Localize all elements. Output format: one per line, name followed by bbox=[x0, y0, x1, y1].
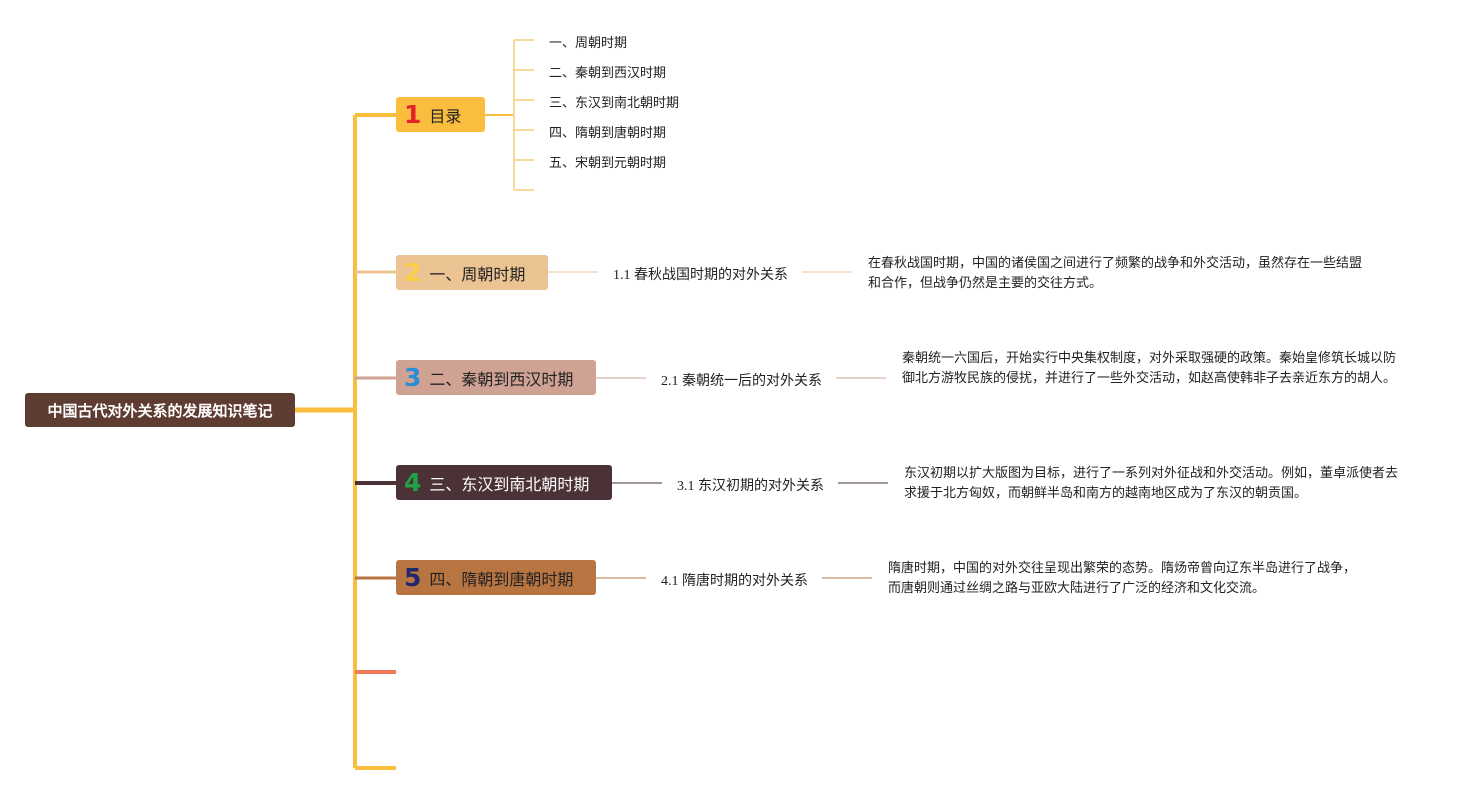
branch-number: 5 bbox=[404, 563, 422, 592]
subtopic[interactable]: 2.1 秦朝统一后的对外关系 bbox=[661, 374, 822, 389]
branch-label: 四、隋朝到唐朝时期 bbox=[429, 569, 574, 589]
branch-label: 一、周朝时期 bbox=[429, 264, 526, 284]
subtopic[interactable]: 4.1 隋唐时期的对外关系 bbox=[661, 574, 808, 589]
branch-zhou[interactable]: 2 一、周朝时期 bbox=[396, 255, 548, 290]
subtopic[interactable]: 1.1 春秋战国时期的对外关系 bbox=[613, 268, 788, 283]
detail-text[interactable]: 东汉初期以扩大版图为目标，进行了一系列对外征战和外交活动。例如，董卓派使者去求援… bbox=[904, 466, 1399, 501]
branch-label: 二、秦朝到西汉时期 bbox=[429, 369, 574, 389]
subtopic[interactable]: 3.1 东汉初期的对外关系 bbox=[677, 479, 824, 494]
toc-item[interactable]: 三、东汉到南北朝时期 bbox=[549, 96, 680, 111]
toc-item[interactable]: 四、隋朝到唐朝时期 bbox=[549, 126, 667, 141]
detail-text[interactable]: 隋唐时期，中国的对外交往呈现出繁荣的态势。隋炀帝曾向辽东半岛进行了战争，而唐朝则… bbox=[888, 561, 1357, 596]
toc-item[interactable]: 一、周朝时期 bbox=[549, 36, 628, 51]
branch-number: 2 bbox=[404, 258, 422, 287]
detail-text[interactable]: 在春秋战国时期，中国的诸侯国之间进行了频繁的战争和外交活动，虽然存在一些结盟和合… bbox=[868, 256, 1363, 291]
branch-label: 三、东汉到南北朝时期 bbox=[429, 474, 590, 494]
root-topic[interactable]: 中国古代对外关系的发展知识笔记 bbox=[25, 393, 295, 427]
detail-text[interactable]: 秦朝统一六国后，开始实行中央集权制度，对外采取强硬的政策。秦始皇修筑长城以防御北… bbox=[902, 351, 1397, 386]
toc-item[interactable]: 二、秦朝到西汉时期 bbox=[549, 66, 667, 81]
branch-toc[interactable]: 1 目录 bbox=[396, 97, 485, 132]
branch-number: 4 bbox=[404, 468, 422, 497]
root-topic-label: 中国古代对外关系的发展知识笔记 bbox=[47, 401, 273, 420]
branch-number: 1 bbox=[404, 100, 422, 129]
branch-label: 目录 bbox=[429, 106, 462, 126]
branch-number: 3 bbox=[404, 363, 422, 392]
branch-donghan-nanbei[interactable]: 4 三、东汉到南北朝时期 bbox=[396, 465, 612, 500]
toc-item[interactable]: 五、宋朝到元朝时期 bbox=[549, 156, 667, 171]
branch-sui-tang[interactable]: 5 四、隋朝到唐朝时期 bbox=[396, 560, 596, 595]
branch-qin-xihan[interactable]: 3 二、秦朝到西汉时期 bbox=[396, 360, 596, 395]
